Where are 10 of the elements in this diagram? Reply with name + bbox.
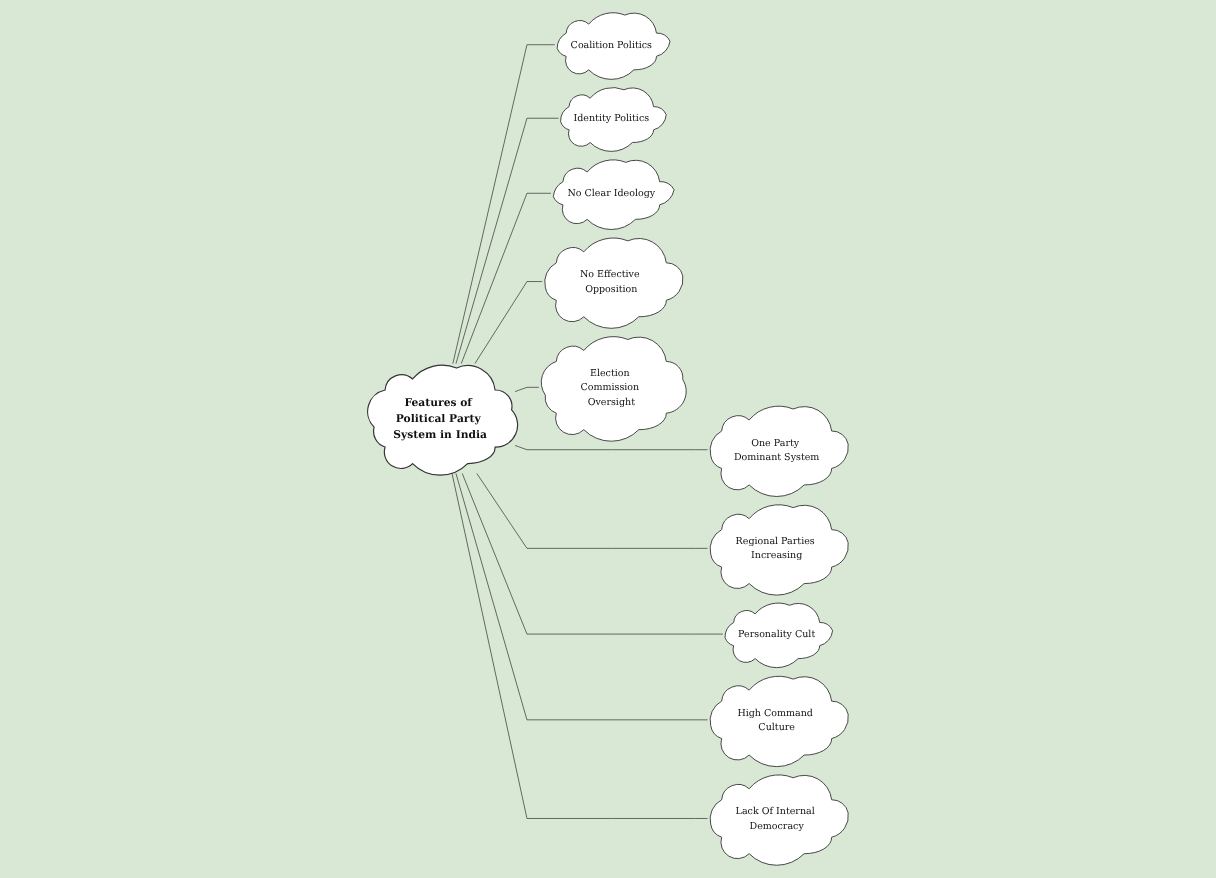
connector: [476, 473, 708, 549]
connector: [514, 445, 708, 451]
connector: [455, 473, 708, 721]
connector: [514, 386, 540, 392]
connector: [455, 117, 559, 364]
connector: [452, 44, 556, 364]
connector: [451, 473, 708, 819]
connector: [460, 192, 552, 364]
connector: [461, 473, 724, 635]
connector: [474, 281, 543, 364]
